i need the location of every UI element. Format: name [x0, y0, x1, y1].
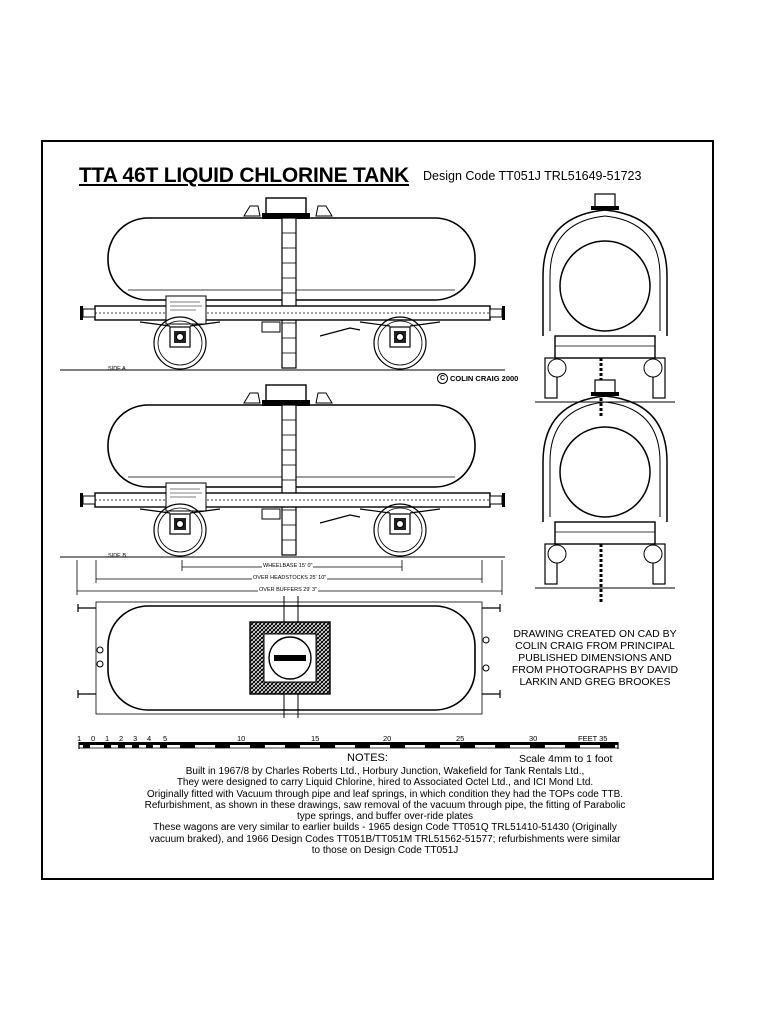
note-line: These wagons are very similar to earlier…	[153, 822, 617, 834]
credit-line: FROM PHOTOGRAPHS BY DAVID	[511, 664, 679, 676]
credit-line: DRAWING CREATED ON CAD BY	[513, 628, 677, 640]
ruler-tick-label: 1	[77, 734, 82, 743]
over-headstocks-label: OVER HEADSTOCKS 25' 10"	[252, 575, 328, 581]
ruler-tick-label: 30	[529, 734, 538, 743]
side-a-elevation	[60, 198, 505, 370]
ruler-tick-label: 5	[163, 734, 168, 743]
ruler-tick-label: 20	[383, 734, 392, 743]
note-line: Built in 1967/8 by Charles Roberts Ltd.,…	[185, 766, 585, 777]
end-view-b	[533, 378, 677, 604]
ruler-tick-label: 0	[91, 734, 96, 743]
note-line: Refurbishment, as shown in these drawing…	[144, 799, 626, 811]
note-line: type springs, and buffer over-ride plate…	[296, 811, 474, 823]
drawing-frame	[41, 140, 714, 880]
plan-view	[77, 596, 501, 718]
ruler-tick-label: 1	[105, 734, 110, 743]
notes-heading: NOTES:	[347, 752, 388, 764]
page-title: TTA 46T LIQUID CHLORINE TANK	[79, 164, 410, 187]
note-line: They were designed to carry Liquid Chlor…	[176, 777, 594, 789]
drawing-credit: DRAWING CREATED ON CAD BY COLIN CRAIG FR…	[505, 628, 685, 688]
copyright-icon: C	[437, 373, 448, 384]
ruler-tick-label: 25	[456, 734, 465, 743]
side-b-elevation	[60, 385, 505, 557]
note-line: vacuum braked), and 1966 Design Codes TT…	[149, 833, 621, 845]
side-a-label: SIDE A	[108, 366, 126, 372]
over-buffers-label: OVER BUFFERS 29' 3"	[258, 587, 319, 593]
ruler-tick-label: 3	[133, 734, 138, 743]
note-line: Originally fitted with Vacuum through pi…	[146, 788, 624, 800]
design-code: Design Code TT051J TRL51649-51723	[423, 169, 642, 183]
ruler-tick-label: 2	[119, 734, 124, 743]
scale-ruler	[78, 742, 619, 749]
wheelbase-label: WHEELBASE 15' 0"	[262, 563, 314, 569]
credit-line: LARKIN AND GREG BROOKES	[519, 676, 671, 688]
credit-line: COLIN CRAIG FROM PRINCIPAL	[515, 640, 675, 652]
notes-body: Built in 1967/8 by Charles Roberts Ltd.,…	[70, 766, 700, 856]
scale-note: Scale 4mm to 1 foot	[519, 753, 613, 765]
copyright-text: COLIN CRAIG 2000	[450, 374, 519, 383]
ruler-tick-label: 10	[237, 734, 246, 743]
note-line: to those on Design Code TT051J	[311, 845, 459, 857]
ruler-tick-label: FEET 35	[578, 734, 608, 743]
ruler-tick-label: 15	[311, 734, 320, 743]
side-b-label: SIDE B	[108, 553, 127, 559]
ruler-tick-label: 4	[147, 734, 152, 743]
credit-line: PUBLISHED DIMENSIONS AND	[518, 652, 672, 664]
copyright-notice: C COLIN CRAIG 2000	[437, 373, 518, 384]
